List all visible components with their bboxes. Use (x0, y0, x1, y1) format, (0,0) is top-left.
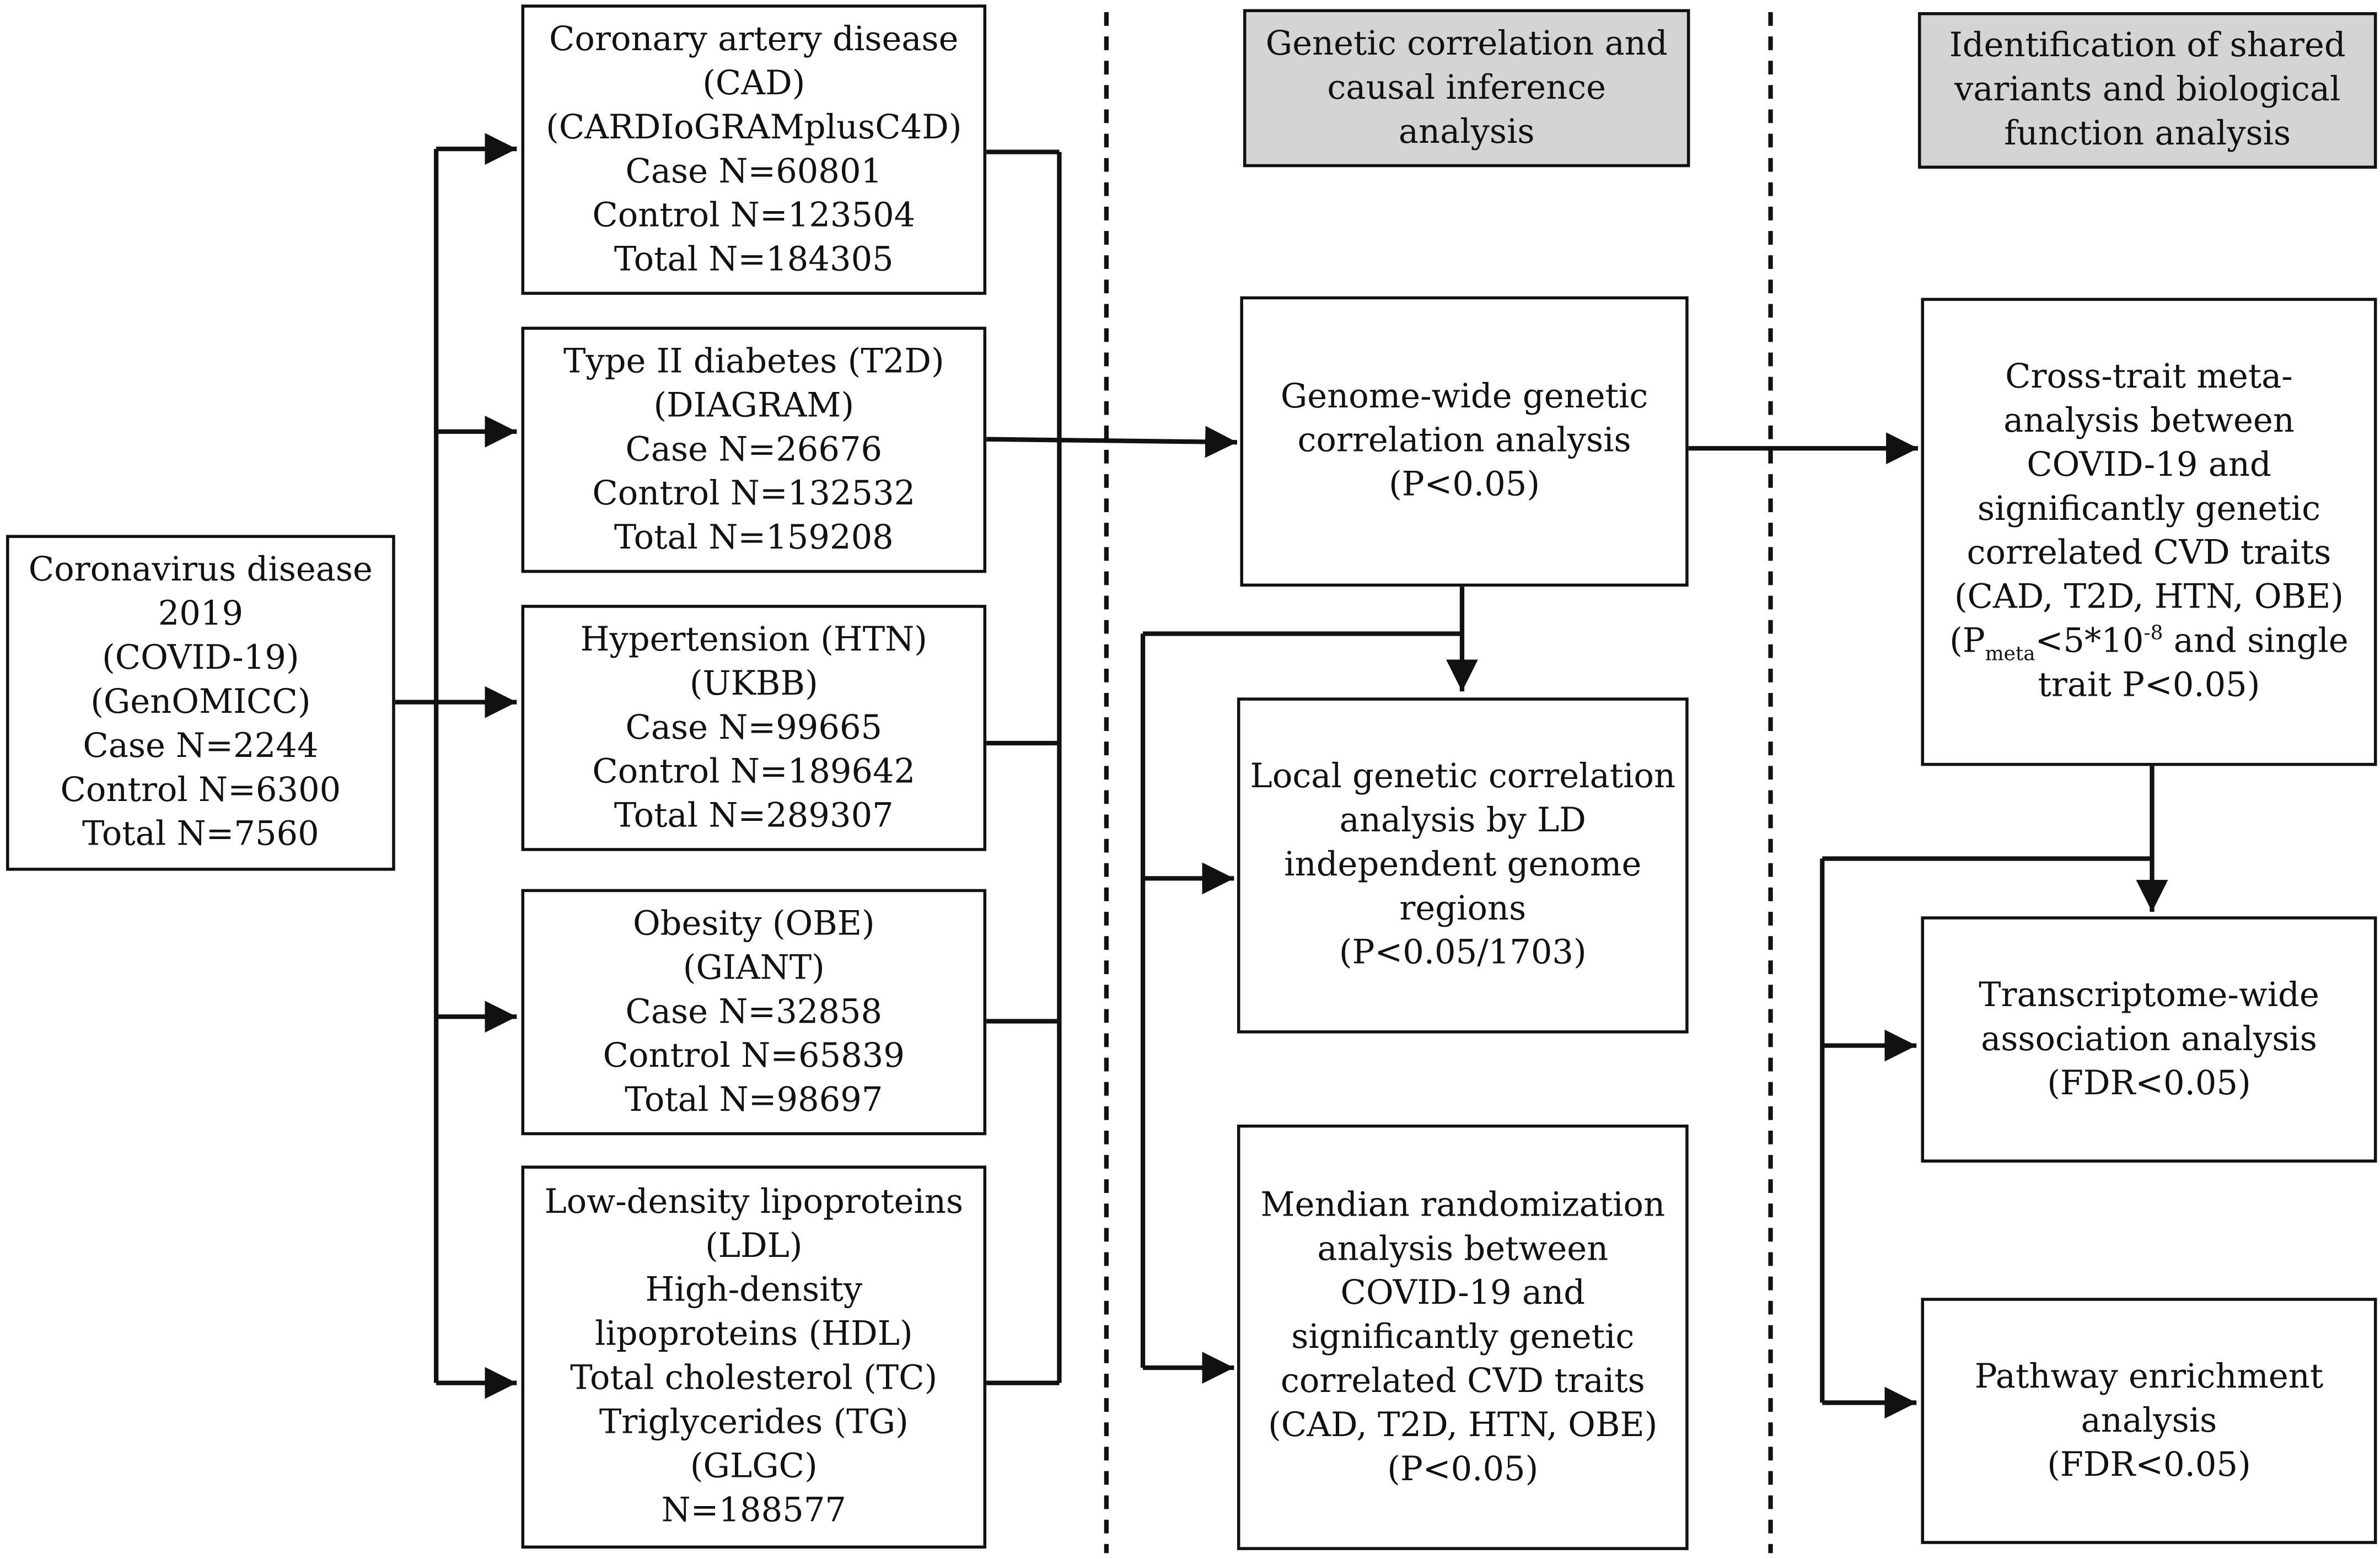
box-cross-trait-meta: Cross-trait meta- analysis between COVID… (1921, 298, 2377, 766)
box-line: (P<0.05) (1387, 1450, 1539, 1489)
box-line: (GLGC) (690, 1448, 818, 1487)
box-line: (DIAGRAM) (653, 386, 855, 425)
box-line: Cross-trait meta- (2005, 358, 2293, 397)
box-line: correlation analysis (1297, 422, 1631, 461)
box-line: (COVID-19) (102, 639, 299, 678)
p-meta-line: (Pmeta<5*10-8 and single (1949, 620, 2349, 666)
box-line: (P<0.05/1703) (1339, 934, 1587, 973)
box-line: Low-density lipoproteins (544, 1184, 964, 1222)
box-line: (FDR<0.05) (2047, 1446, 2251, 1484)
box-line: lipoproteins (HDL) (594, 1316, 913, 1354)
box-line: Control N=65839 (603, 1037, 905, 1076)
box-line: High-density (645, 1272, 863, 1310)
header-shared-variants: Identification of shared variants and bi… (1917, 12, 2377, 169)
box-line: Triglycerides (TG) (599, 1404, 909, 1443)
box-line: Mendian randomization (1260, 1186, 1666, 1224)
box-line: Local genetic correlation (1250, 758, 1676, 797)
box-line: Hypertension (HTN) (580, 621, 927, 659)
box-line: regions (1399, 890, 1527, 929)
box-line: significantly genetic (1291, 1318, 1635, 1357)
box-line: (CARDIoGRAMplusC4D) (546, 109, 962, 147)
box-twas: Transcriptome-wide association analysis … (1921, 916, 2377, 1163)
box-line: (CAD) (702, 64, 805, 103)
box-line: analysis between (1317, 1230, 1609, 1268)
box-line: Total N=184305 (614, 240, 894, 279)
box-line: (CAD, T2D, HTN, OBE) (1954, 579, 2344, 617)
box-line: COVID-19 and (2027, 447, 2271, 485)
box-obe: Obesity (OBE) (GIANT) Case N=32858 Contr… (521, 889, 987, 1136)
box-line: Case N=2244 (83, 728, 319, 766)
box-line: Genome-wide genetic (1280, 378, 1648, 417)
box-covid-19: Coronavirus disease 2019 (COVID-19) (Gen… (6, 535, 395, 871)
box-line: association analysis (1981, 1020, 2317, 1059)
box-line: Control N=123504 (592, 196, 916, 235)
box-line: Case N=99665 (625, 709, 883, 747)
box-line: Case N=26676 (625, 431, 883, 469)
box-genome-wide-correlation: Genome-wide genetic correlation analysis… (1240, 296, 1689, 587)
header-line: Identification of shared (1949, 27, 2346, 66)
box-line: Coronavirus disease (28, 551, 373, 590)
box-line: Transcriptome-wide (1979, 976, 2319, 1015)
header-line: variants and biological (1954, 71, 2341, 110)
p-prefix: (P (1949, 623, 1985, 662)
box-line: Total N=289307 (614, 797, 894, 835)
box-line: Coronary artery disease (549, 20, 959, 59)
box-line: Control N=189642 (592, 752, 916, 791)
box-htn: Hypertension (HTN) (UKBB) Case N=99665 C… (521, 605, 987, 851)
box-local-correlation: Local genetic correlation analysis by LD… (1237, 697, 1689, 1034)
header-line: function analysis (2004, 115, 2291, 154)
box-line: correlated CVD traits (1280, 1362, 1645, 1401)
p-subscript: meta (1985, 643, 2035, 666)
box-line: Total N=159208 (614, 519, 894, 557)
box-line: correlated CVD traits (1967, 535, 2331, 573)
box-line: Case N=60801 (625, 153, 883, 191)
box-mendelian-randomization: Mendian randomization analysis between C… (1237, 1124, 1689, 1550)
box-line: Control N=6300 (60, 772, 341, 810)
box-line: (GenOMICC) (90, 684, 311, 722)
box-line: (LDL) (705, 1228, 803, 1266)
p-threshold: <5*10 (2035, 623, 2144, 662)
box-line: Total N=7560 (82, 816, 319, 854)
box-line: significantly genetic (1977, 491, 2321, 529)
box-line: Obesity (OBE) (632, 905, 875, 943)
box-t2d: Type II diabetes (T2D) (DIAGRAM) Case N=… (521, 326, 987, 573)
box-line: N=188577 (661, 1492, 847, 1530)
box-pathway-enrichment: Pathway enrichment analysis (FDR<0.05) (1921, 1298, 2377, 1544)
box-line: analysis by LD (1339, 802, 1586, 841)
box-cad: Coronary artery disease (CAD) (CARDIoGRA… (521, 4, 987, 295)
box-line: (CAD, T2D, HTN, OBE) (1268, 1406, 1658, 1445)
p-suffix: and single (2163, 623, 2349, 662)
header-line: causal inference (1327, 69, 1607, 107)
box-line: (GIANT) (683, 949, 825, 987)
box-line: Control N=132532 (592, 475, 916, 513)
box-line: Type II diabetes (T2D) (563, 342, 944, 381)
box-line: independent genome (1284, 846, 1642, 885)
box-line: (P<0.05) (1389, 466, 1540, 505)
box-lipids: Low-density lipoproteins (LDL) High-dens… (521, 1165, 987, 1549)
p-exponent: -8 (2143, 622, 2163, 646)
box-line: (UKBB) (689, 665, 818, 703)
box-line: Total N=98697 (625, 1081, 883, 1120)
box-line: analysis (2081, 1402, 2217, 1440)
header-line: analysis (1398, 113, 1535, 152)
box-line: Pathway enrichment (1974, 1358, 2324, 1396)
box-line: COVID-19 and (1340, 1274, 1586, 1313)
header-genetic-correlation: Genetic correlation and causal inference… (1243, 9, 1690, 168)
box-line: Total cholesterol (TC) (570, 1360, 938, 1399)
box-line: Case N=32858 (625, 993, 883, 1031)
box-line: analysis between (2003, 402, 2295, 441)
box-line: trait P<0.05) (2038, 667, 2260, 706)
box-line: (FDR<0.05) (2047, 1065, 2251, 1103)
header-line: Genetic correlation and (1265, 25, 1668, 63)
box-line: 2019 (158, 595, 244, 634)
